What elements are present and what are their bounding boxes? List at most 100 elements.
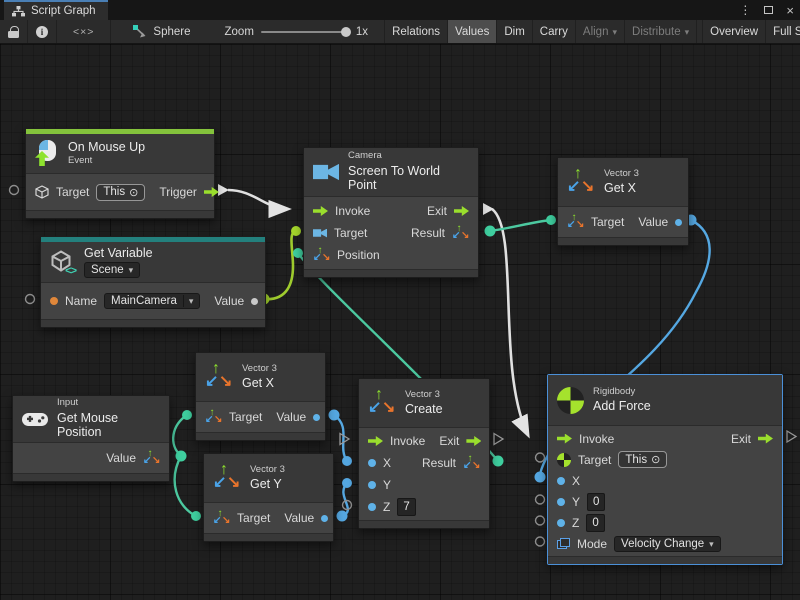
port-create-invoke-in[interactable] <box>339 432 351 446</box>
lock-button[interactable] <box>0 20 28 43</box>
port-getx-target-in[interactable] <box>182 410 192 420</box>
port-create-result-out[interactable] <box>492 455 504 467</box>
toolbar-button-carry[interactable]: Carry <box>533 20 576 43</box>
port-create-x-in[interactable] <box>342 456 352 466</box>
result-label: Result <box>410 226 445 240</box>
vector3-icon: ↑↙↘ <box>213 507 231 526</box>
name-label: Name <box>65 294 98 309</box>
port-trigger-out[interactable] <box>218 184 229 196</box>
node-on-mouse-up[interactable]: On Mouse Up Event Target This ⊙ Trigger <box>25 128 219 219</box>
port-addforce-target-in[interactable] <box>534 452 546 463</box>
port-addforce-z-in[interactable] <box>534 515 546 526</box>
value-port-dot <box>313 413 321 421</box>
node-add-force[interactable]: Rigidbody Add Force Invoke Exit Target T… <box>547 374 783 565</box>
node-get-variable[interactable]: Get Variable Scene Name MainCamera Value <box>40 236 266 329</box>
port-addforce-y-in[interactable] <box>534 494 546 505</box>
ports-button[interactable]: <×> <box>57 20 112 43</box>
node-screen-to-world-point[interactable]: Camera Screen To World Point Invoke Exit… <box>303 147 479 278</box>
inspect-button[interactable] <box>28 20 57 43</box>
float-port-dot <box>368 459 376 467</box>
port-gety-value-out[interactable] <box>336 510 348 522</box>
value-label: Value <box>638 215 669 229</box>
trigger-label: Trigger <box>159 185 197 199</box>
wire-getx-to-create-x[interactable] <box>333 414 349 462</box>
z-value-input[interactable]: 7 <box>397 498 416 516</box>
value-port-dot <box>251 297 259 305</box>
node-footer <box>26 210 214 218</box>
port-gety-target-in[interactable] <box>191 511 201 521</box>
node-footer <box>359 520 489 528</box>
mode-dropdown[interactable]: Velocity Change <box>614 535 721 552</box>
wire-variable-to-target[interactable] <box>263 229 297 301</box>
node-footer <box>13 473 169 481</box>
y-label: Y <box>572 494 581 509</box>
port-camera-target-in[interactable] <box>291 226 301 236</box>
target-this-picker[interactable]: This ⊙ <box>96 183 146 201</box>
port-create-exit-out[interactable] <box>493 432 505 446</box>
wire-mouse-to-getx[interactable] <box>172 414 188 457</box>
wire-trigger-to-invoke[interactable] <box>227 188 292 219</box>
tab-script-graph[interactable]: Script Graph <box>4 0 108 20</box>
variable-name-dropdown[interactable]: MainCamera <box>104 293 201 310</box>
port-addforce-mode-in[interactable] <box>534 536 546 547</box>
toolbar-button-overview[interactable]: Overview <box>702 20 767 43</box>
node-get-mouse-position[interactable]: Input Get Mouse Position Value ↑↙↘ <box>12 395 170 482</box>
zoom-control: Zoom 1x <box>199 20 377 43</box>
kebab-menu-icon[interactable]: ⋮ <box>739 3 752 17</box>
z-label: Z <box>383 500 391 514</box>
port-camera-exit-out[interactable] <box>483 203 494 215</box>
port-create-z-in[interactable] <box>341 499 353 511</box>
port-onmouseup-target-in[interactable] <box>8 184 20 196</box>
zoom-slider-handle[interactable] <box>340 26 351 37</box>
vector3-icon: ↑↙↘ <box>205 406 223 425</box>
port-getx-value-out[interactable] <box>328 409 340 421</box>
node-vector3-get-y[interactable]: ↑↙↘ Vector 3 Get Y ↑↙↘ Target Value <box>203 453 334 542</box>
node-vector3-get-x[interactable]: ↑↙↘ Vector 3 Get X ↑↙↘ Target Value <box>195 352 326 441</box>
toolbar-button-values[interactable]: Values <box>448 20 498 43</box>
variable-scope-dropdown[interactable]: Scene <box>84 262 141 279</box>
wire-result-to-getx-top[interactable] <box>489 218 552 233</box>
port-camera-result-out[interactable] <box>484 225 496 237</box>
port-create-y-in[interactable] <box>342 478 352 488</box>
port-mouse-value-out[interactable] <box>175 450 187 462</box>
variable-icon <box>50 250 75 275</box>
wire-exit-to-addforce-invoke[interactable] <box>491 207 530 439</box>
float-port-dot <box>368 503 376 511</box>
wire-mouse-to-gety[interactable] <box>173 455 197 518</box>
graph-toolbar: <×> Sphere Zoom 1x Relations Values Dim … <box>0 20 800 44</box>
vector3-icon: ↑↙↘ <box>567 165 595 195</box>
port-camera-position-in[interactable] <box>293 248 303 258</box>
node-vector3-get-x-top[interactable]: ↑↙↘ Vector 3 Get X ↑↙↘ Target Value <box>557 157 689 246</box>
maximize-icon[interactable] <box>764 6 774 14</box>
node-title: Get X <box>242 376 274 391</box>
port-getx-top-target-in[interactable] <box>546 215 556 225</box>
code-icon: <×> <box>73 25 95 38</box>
breadcrumb[interactable]: Sphere <box>111 20 198 43</box>
mouse-icon <box>35 140 59 167</box>
node-category: Vector 3 <box>242 362 277 374</box>
z-value-input[interactable]: 0 <box>586 513 605 532</box>
zoom-slider[interactable] <box>260 26 351 37</box>
node-title: Get Mouse Position <box>57 410 119 440</box>
result-label: Result <box>421 456 456 470</box>
vector3-icon: ↑↙↘ <box>368 386 396 416</box>
node-vector3-create[interactable]: ↑↙↘ Vector 3 Create Invoke Exit X Result… <box>358 378 490 529</box>
port-addforce-exit-out[interactable] <box>786 429 798 444</box>
float-port-dot <box>557 476 565 485</box>
close-icon[interactable]: × <box>786 2 794 18</box>
event-color-bar <box>26 129 214 134</box>
toolbar-button-relations[interactable]: Relations <box>385 20 449 43</box>
vector3-icon: ↑↙↘ <box>463 452 481 471</box>
node-title: Create <box>405 402 443 417</box>
toolbar-button-distribute[interactable]: Distribute <box>625 20 698 43</box>
toolbar-button-align[interactable]: Align <box>576 20 626 43</box>
port-addforce-x-in[interactable] <box>534 471 546 483</box>
toolbar-button-dim[interactable]: Dim <box>497 20 533 43</box>
target-this-picker[interactable]: This ⊙ <box>618 451 668 468</box>
graph-canvas[interactable]: On Mouse Up Event Target This ⊙ Trigger <box>0 44 800 600</box>
toolbar-button-fullscreen[interactable]: Full Screen <box>766 20 800 43</box>
wire-gety-to-create-y[interactable] <box>341 482 350 518</box>
port-variable-name-in[interactable] <box>24 293 36 305</box>
rigidbody-icon <box>557 386 584 414</box>
y-value-input[interactable]: 0 <box>587 492 606 511</box>
